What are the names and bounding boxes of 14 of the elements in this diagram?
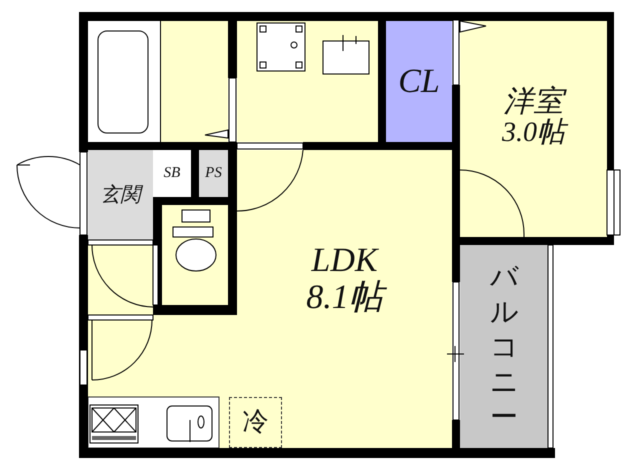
- room-label: 冷: [242, 408, 268, 437]
- balcony-area: [460, 245, 548, 448]
- room-label: バルコニー: [490, 259, 518, 434]
- room-label: LDK: [311, 242, 378, 279]
- living-room-area: [237, 150, 452, 448]
- room-label: PS: [205, 165, 222, 182]
- entrance-area: [88, 150, 153, 240]
- closet-area: [386, 21, 452, 142]
- room-label: SB: [164, 165, 180, 182]
- room-label: 玄関: [100, 184, 140, 206]
- room-label: CL: [398, 62, 440, 100]
- pipe-space-area: [199, 150, 228, 197]
- fridge-space: [229, 397, 282, 448]
- bedroom-area: [460, 21, 607, 237]
